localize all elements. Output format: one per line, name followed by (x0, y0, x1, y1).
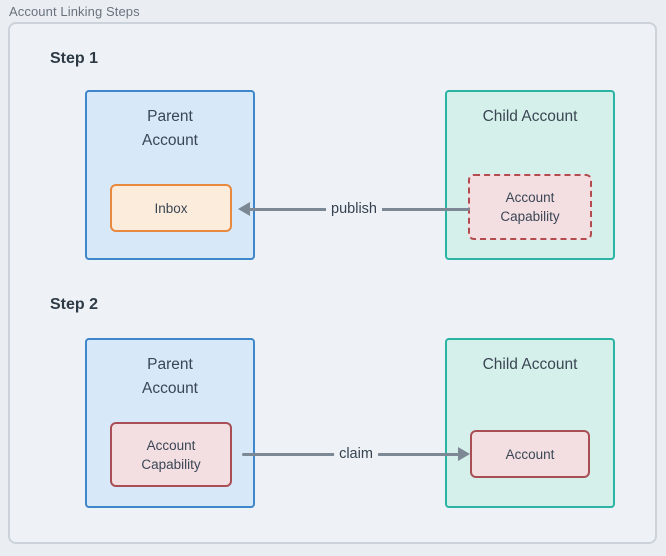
claim-arrowhead-icon (458, 447, 470, 461)
step-1-account-capability-box: Account Capability (468, 174, 592, 240)
step-1-inbox-box: Inbox (110, 184, 232, 232)
figure-title: Account Linking Steps (9, 4, 140, 19)
step-1-child-account-box: Child Account Account Capability (445, 90, 615, 260)
publish-arrow-label: publish (326, 200, 382, 218)
claim-arrow-label: claim (334, 445, 378, 463)
step-2-child-account-box: Child Account Account (445, 338, 615, 508)
step-1-label: Step 1 (50, 50, 99, 67)
step-2-account-capability-box: Account Capability (110, 422, 232, 487)
step-2-label: Step 2 (50, 296, 99, 313)
step-2-account-capability-label: Account Capability (141, 437, 201, 472)
step-1-account-capability-label: Account Capability (500, 190, 560, 224)
publish-arrowhead-icon (238, 202, 250, 216)
step-2-account-label: Account (505, 446, 555, 462)
publish-arrow: publish (238, 200, 470, 218)
step-1-parent-account-box: Parent Account Inbox (85, 90, 255, 260)
step-2-parent-account-box: Parent Account Account Capability (85, 338, 255, 508)
step-2-child-account-title: Child Account (482, 356, 578, 373)
step-2-parent-account-title: Parent Account (141, 356, 198, 397)
step-1-inbox-label: Inbox (154, 200, 188, 216)
step-2-account-box: Account (470, 430, 590, 478)
diagram-canvas: Step 1 Parent Account Inbox Child Accoun… (8, 22, 657, 544)
claim-arrow: claim (242, 445, 470, 463)
step-1-child-account-title: Child Account (482, 108, 578, 125)
step-1-parent-account-title: Parent Account (141, 108, 198, 149)
